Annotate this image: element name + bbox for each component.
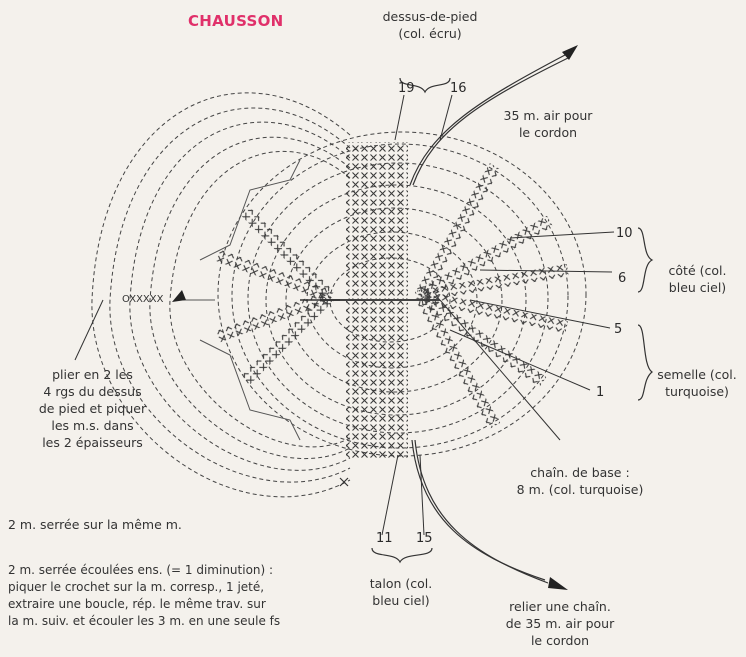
row-number-10: 10 (616, 226, 633, 241)
label-chain-base: chaîn. de base : 8 m. (col. turquoise) (500, 464, 660, 498)
row-number-16: 16 (450, 81, 467, 96)
label-semelle: semelle (col. turquoise) (648, 366, 746, 400)
legend-double: 2 m. serrée écoulées ens. (= 1 diminutio… (8, 562, 353, 630)
cord-bottom (412, 440, 548, 583)
label-cote: côté (col. bleu ciel) (650, 262, 745, 296)
row-number-1: 1 (596, 385, 604, 400)
label-talon: talon (col. bleu ciel) (356, 575, 446, 609)
cord-top-arrow (562, 45, 578, 60)
legend-symbols (340, 478, 348, 486)
cord-bottom-arrow (548, 577, 568, 590)
row-number-19: 19 (398, 81, 415, 96)
label-cordon-top: 35 m. air pour le cordon (478, 107, 618, 141)
label-dessus-de-pied: dessus-de-pied (col. écru) (360, 8, 500, 42)
row-number-5: 5 (614, 322, 622, 337)
label-relier: relier une chaîn. de 35 m. air pour le c… (480, 598, 640, 649)
left-arrow (172, 290, 186, 302)
row-number-11: 11 (376, 531, 393, 546)
row-number-6: 6 (618, 271, 626, 286)
row-number-15: 15 (416, 531, 433, 546)
svg-text:OXXXXX: OXXXXX (122, 294, 164, 305)
legend-single: 2 m. serrée sur la même m. (8, 516, 308, 533)
label-plier: plier en 2 les 4 rgs du dessus de pied e… (5, 366, 180, 451)
side-outline (175, 160, 300, 440)
